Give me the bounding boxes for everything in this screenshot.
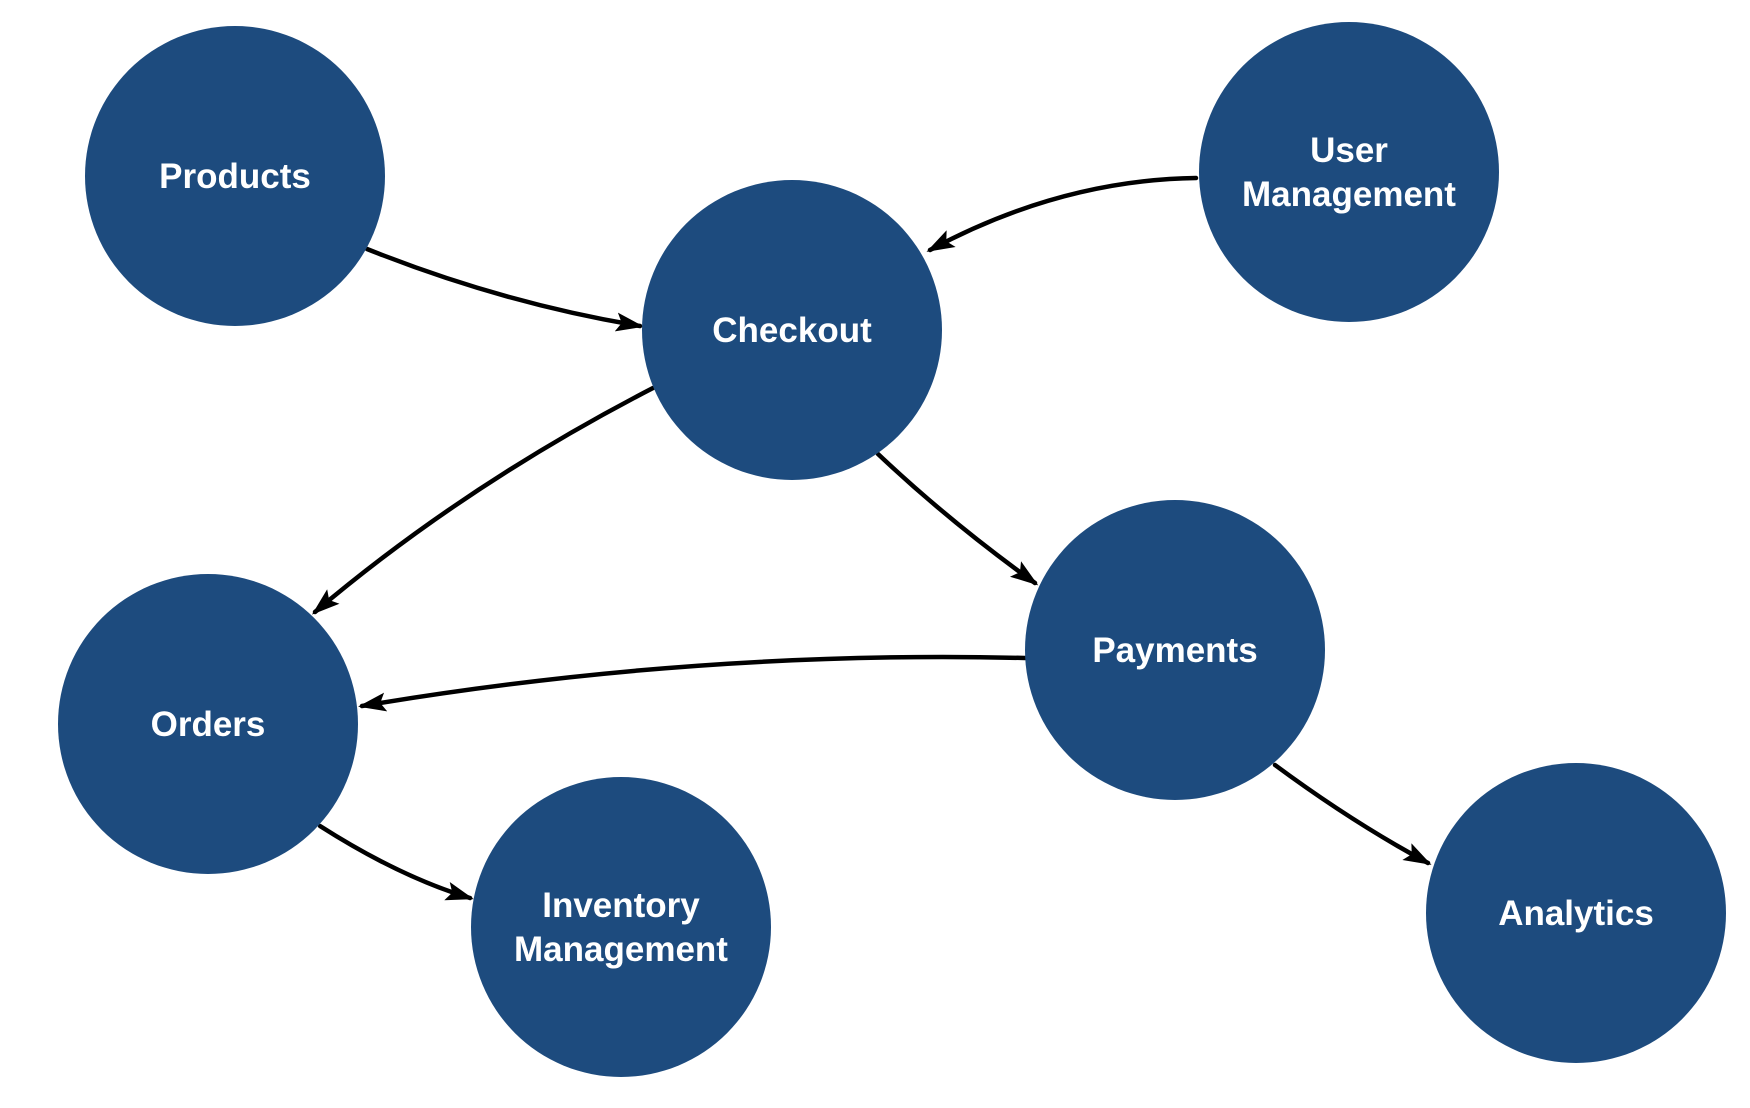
node-analytics[interactable]: Analytics <box>1426 763 1726 1063</box>
edge-checkout-to-orders[interactable] <box>311 385 656 615</box>
node-circle-user-management[interactable] <box>1199 22 1499 322</box>
node-circle-inventory-management[interactable] <box>471 777 771 1077</box>
edge-payments-to-analytics[interactable] <box>1272 762 1432 866</box>
edge-orders-to-inventory-management[interactable] <box>317 823 474 901</box>
edge-products-to-checkout[interactable] <box>364 246 644 332</box>
node-orders[interactable]: Orders <box>58 574 358 874</box>
node-payments[interactable]: Payments <box>1025 500 1325 800</box>
edges-layer <box>311 175 1432 901</box>
node-circle-payments[interactable] <box>1025 500 1325 800</box>
node-circle-checkout[interactable] <box>642 180 942 480</box>
node-circle-orders[interactable] <box>58 574 358 874</box>
node-circle-products[interactable] <box>85 26 385 326</box>
node-products[interactable]: Products <box>85 26 385 326</box>
edge-user-management-to-checkout[interactable] <box>926 175 1199 253</box>
edge-payments-to-orders[interactable] <box>358 654 1028 712</box>
edge-checkout-to-payments[interactable] <box>875 451 1039 586</box>
node-checkout[interactable]: Checkout <box>642 180 942 480</box>
node-circle-analytics[interactable] <box>1426 763 1726 1063</box>
